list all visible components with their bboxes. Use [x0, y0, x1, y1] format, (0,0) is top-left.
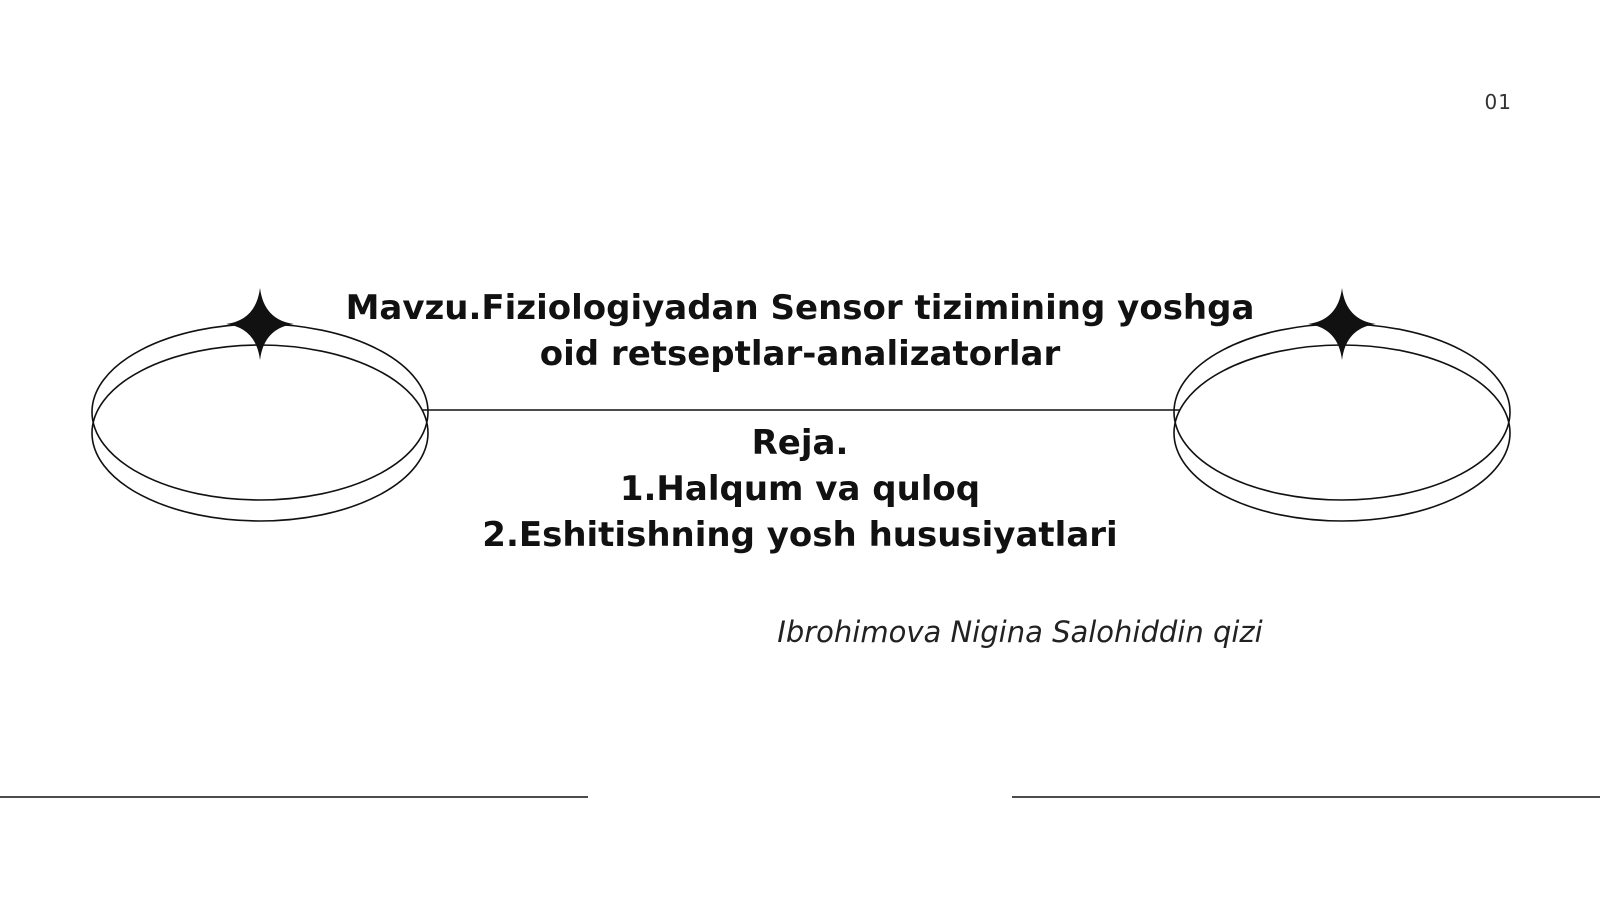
plan-section: Reja. 1.Halqum va quloq 2.Eshitishning y… — [400, 420, 1200, 558]
page-number: 01 — [1484, 90, 1512, 114]
plan-item: 1.Halqum va quloq — [619, 469, 981, 509]
plan-item: 2.Eshitishning yosh hususiyatlari — [482, 515, 1118, 555]
plan-heading: Reja. — [751, 423, 849, 463]
author-name: Ibrohimova Nigina Salohiddin qizi — [777, 615, 1263, 649]
sparkle-star-icon — [1308, 288, 1376, 360]
slide-title: Mavzu.Fiziologiyadan Sensor tizimining y… — [345, 288, 1255, 374]
sparkle-star-icon — [226, 288, 294, 360]
